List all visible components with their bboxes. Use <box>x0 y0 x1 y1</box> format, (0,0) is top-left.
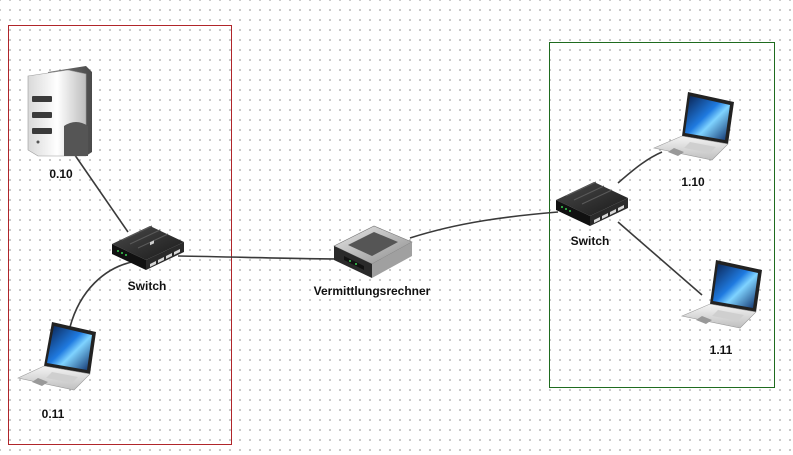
laptop-right-bottom-icon[interactable] <box>681 260 762 329</box>
server-icon[interactable] <box>27 66 92 157</box>
link-switch-right-laptop-bottom <box>617 221 703 296</box>
laptop-right-top-icon[interactable] <box>653 92 734 161</box>
laptop-right-bottom-label: 1.11 <box>709 343 733 357</box>
link-switch-left-router <box>177 255 347 260</box>
laptop-left-icon[interactable] <box>17 322 96 391</box>
switch-left-icon[interactable] <box>112 225 184 270</box>
links <box>69 147 703 328</box>
link-laptop-left-switch-left <box>69 261 133 328</box>
laptop-left-label: 0.11 <box>41 407 65 421</box>
left-network-zone <box>8 25 232 445</box>
link-server-switch-left <box>69 147 129 233</box>
router-icon[interactable] <box>333 225 413 278</box>
link-router-switch-right <box>409 211 559 239</box>
link-switch-right-laptop-top <box>617 151 663 184</box>
switch-right-icon[interactable] <box>556 181 628 226</box>
right-network-zone <box>549 42 775 388</box>
router-label: Vermittlungsrechner <box>313 284 431 298</box>
laptop-right-top-label: 1.10 <box>681 175 705 189</box>
server-label: 0.10 <box>49 167 73 181</box>
switch-left-label: Switch <box>127 279 167 293</box>
switch-right-label: Switch <box>570 234 610 248</box>
